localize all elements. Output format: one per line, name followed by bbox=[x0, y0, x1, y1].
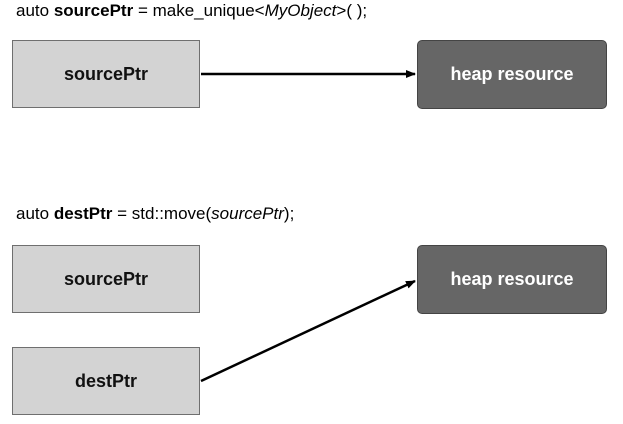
code-keyword: auto bbox=[16, 1, 50, 20]
moved-from-pointer-box: sourcePtr bbox=[12, 245, 200, 313]
heap-resource-box: heap resource bbox=[417, 245, 607, 314]
code-variable: destPtr bbox=[53, 204, 113, 223]
code-keyword: auto bbox=[16, 204, 50, 223]
code-tail: >( ); bbox=[336, 1, 368, 20]
code-assign: = std::move( bbox=[117, 204, 212, 223]
code-tail: ); bbox=[283, 204, 295, 223]
code-assign: = make_unique< bbox=[137, 1, 265, 20]
code-line-make-unique: auto sourcePtr = make_unique<MyObject>( … bbox=[16, 1, 367, 21]
heap-resource-box: heap resource bbox=[417, 40, 607, 109]
code-line-move: auto destPtr = std::move(sourcePtr); bbox=[16, 204, 294, 224]
dest-to-heap-arrow bbox=[200, 279, 416, 383]
dest-pointer-box: destPtr bbox=[12, 347, 200, 415]
code-variable: sourcePtr bbox=[53, 1, 134, 20]
source-pointer-box: sourcePtr bbox=[12, 40, 200, 108]
code-argument: sourcePtr bbox=[211, 204, 284, 223]
code-type: MyObject bbox=[264, 1, 337, 20]
